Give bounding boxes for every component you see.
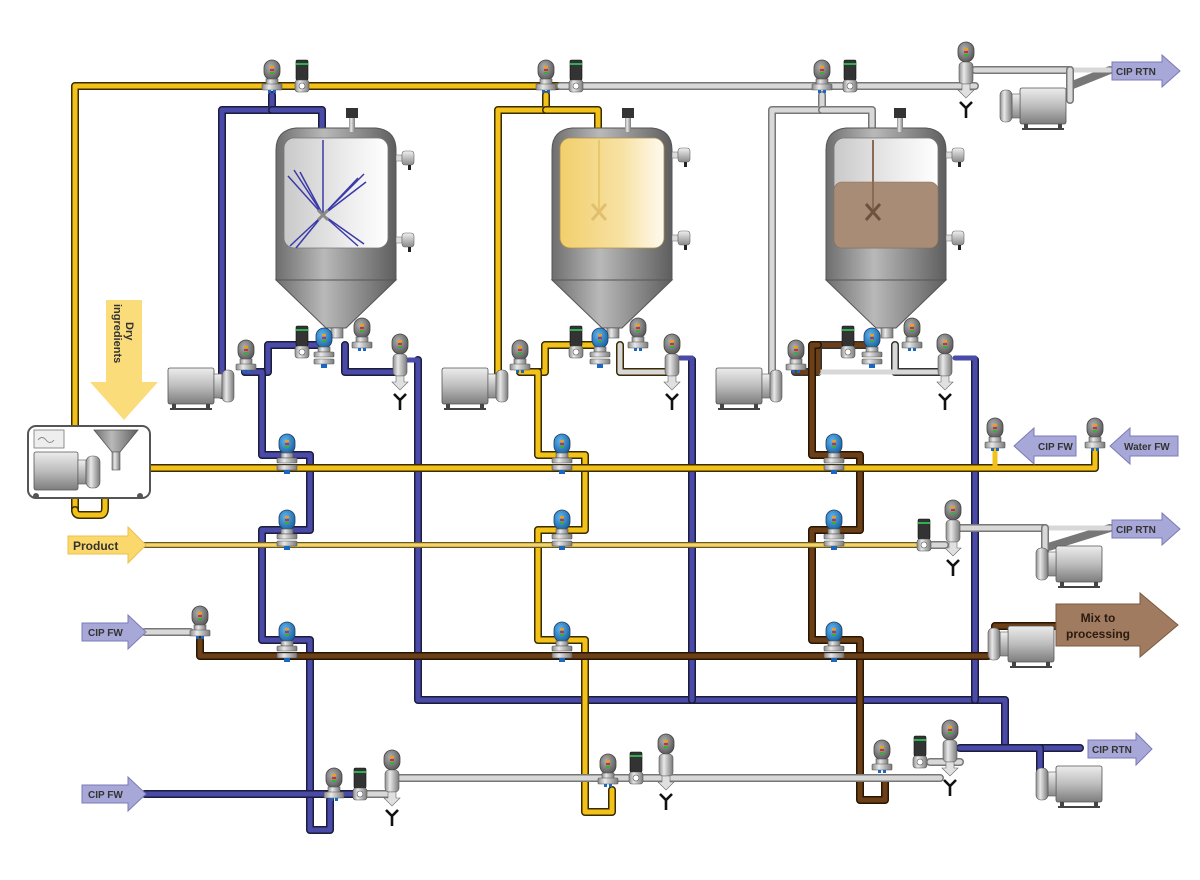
label-cip-fw-left: CIP FW: [88, 628, 123, 639]
drain-valve-tank-3[interactable]: [935, 332, 955, 412]
valve-bottom-1[interactable]: [323, 767, 345, 802]
tank-instruments: [346, 108, 965, 253]
label-cip-rtn-bottom: CIP RTN: [1092, 745, 1132, 756]
label-water-fw: Water FW: [1124, 442, 1170, 453]
arrow-mix-to-processing: Mix to processing: [1055, 591, 1179, 659]
arrow-cip-fw-right: CIP FW: [1013, 426, 1077, 466]
valve-tank-3-side[interactable]: [901, 317, 923, 352]
arrow-cip-rtn-top: CIP RTN: [1111, 53, 1181, 89]
valve-pump-2[interactable]: [509, 339, 531, 374]
drain-valve-product[interactable]: [943, 498, 963, 578]
label-product: Product: [73, 539, 118, 553]
valve-pump-3[interactable]: [785, 339, 807, 374]
label-cip-fw-bottom: CIP FW: [88, 790, 123, 801]
valve-tank-1-side[interactable]: [351, 317, 373, 352]
arrow-water-fw: Water FW: [1109, 426, 1179, 466]
valve-top-2[interactable]: [535, 59, 557, 94]
pump-cip-return-mid[interactable]: [1035, 545, 1103, 589]
butterfly-product-end[interactable]: [916, 518, 932, 552]
tank-1[interactable]: [274, 127, 398, 339]
pump-cip-return-bottom[interactable]: [1035, 765, 1103, 809]
valve-bottom-2[interactable]: [597, 753, 619, 788]
pump-tank-2[interactable]: [441, 367, 509, 411]
arrow-cip-rtn-mid: CIP RTN: [1111, 511, 1181, 547]
label-mix-to-processing-1: Mix to: [1081, 611, 1116, 625]
valve-pump-1[interactable]: [235, 339, 257, 374]
pump-cip-return-top[interactable]: [999, 87, 1067, 131]
pump-tank-3[interactable]: [715, 367, 783, 411]
valve-water-fw[interactable]: [1084, 417, 1106, 452]
top-header-pipe: [71, 66, 1114, 514]
valve-cip-fw-left[interactable]: [189, 605, 211, 640]
drain-valve-top[interactable]: [956, 40, 976, 120]
tank-2[interactable]: [550, 127, 674, 339]
butterfly-bottom-1[interactable]: [352, 767, 368, 801]
butterfly-tank-3-outlet[interactable]: [840, 325, 856, 359]
riser-pipes: [241, 341, 889, 834]
butterfly-valve-top-3[interactable]: [842, 59, 858, 93]
butterfly-valve-top-1[interactable]: [294, 59, 310, 93]
valve-bottom-3[interactable]: [871, 739, 893, 774]
pipe-network: [71, 66, 1114, 834]
arrow-product: Product: [67, 525, 147, 565]
tank-3[interactable]: [824, 127, 948, 339]
bottom-cip-line: [141, 744, 1044, 798]
butterfly-tank-2-outlet[interactable]: [568, 325, 584, 359]
powder-mixer-unit[interactable]: [27, 425, 151, 499]
label-cip-rtn-mid: CIP RTN: [1116, 525, 1156, 536]
pump-tank-1[interactable]: [167, 367, 235, 411]
label-cip-rtn-top: CIP RTN: [1116, 67, 1156, 78]
yellow-main-line: [71, 446, 1099, 519]
drain-valve-tank-2[interactable]: [662, 332, 682, 412]
arrow-cip-rtn-bottom: CIP RTN: [1087, 731, 1153, 767]
pump-mix-to-processing[interactable]: [987, 625, 1055, 669]
label-mix-to-processing-2: processing: [1066, 627, 1130, 641]
butterfly-tank-1-outlet[interactable]: [294, 325, 310, 359]
arrow-cip-fw-bottom: CIP FW: [81, 775, 147, 813]
product-line: [142, 524, 1114, 562]
butterfly-valve-top-2[interactable]: [568, 59, 584, 93]
cip-return-header-pipe: [397, 355, 1084, 752]
butterfly-bottom-2[interactable]: [628, 751, 644, 785]
spray-pattern: [287, 140, 367, 249]
label-cip-fw-right: CIP FW: [1038, 442, 1073, 453]
label-dry: Dry: [123, 322, 135, 341]
valve-tank-2-side[interactable]: [627, 317, 649, 352]
butterfly-bottom-3[interactable]: [912, 735, 928, 769]
drain-valve-bottom-1[interactable]: [382, 748, 402, 828]
valve-top-3[interactable]: [811, 59, 833, 94]
tank-inlet-pipes: [218, 91, 876, 384]
drain-valve-bottom-2[interactable]: [656, 732, 676, 812]
drain-valve-bottom-3[interactable]: [940, 718, 960, 798]
drain-valve-tank-1[interactable]: [390, 332, 410, 412]
arrow-dry-ingredients: Dry ingredients: [90, 300, 158, 420]
valve-top-1[interactable]: [261, 59, 283, 94]
valve-cip-fw-right[interactable]: [984, 417, 1006, 452]
label-ingredients: ingredients: [111, 304, 123, 363]
arrow-cip-fw-left: CIP FW: [81, 613, 147, 651]
